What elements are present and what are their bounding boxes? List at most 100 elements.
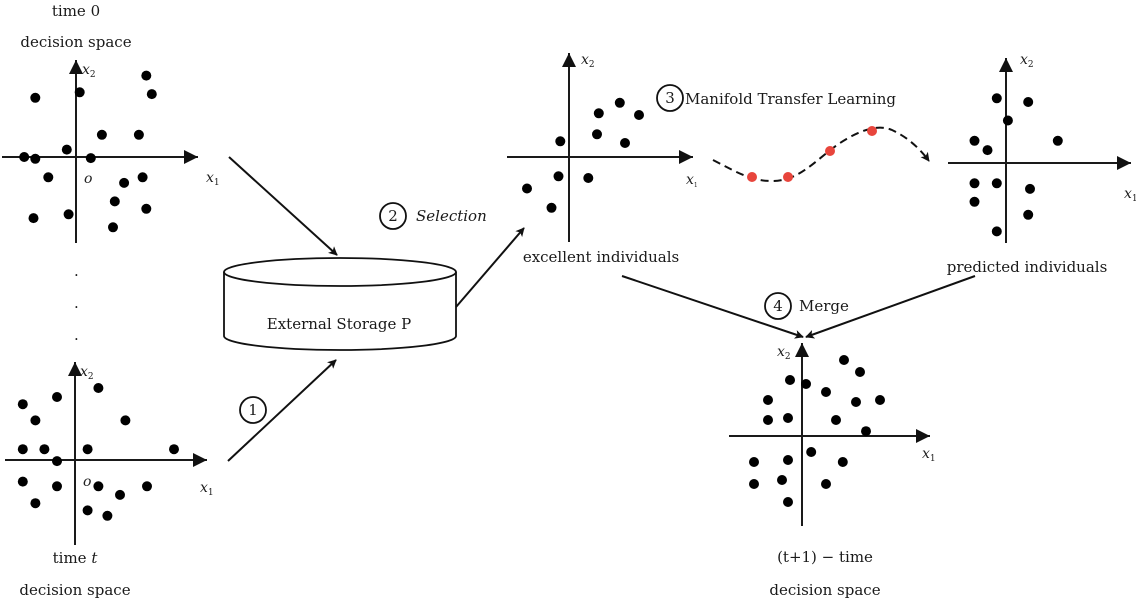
data-point: [875, 395, 885, 405]
manifold-point: [867, 126, 877, 136]
data-point: [553, 171, 564, 182]
data-point: [142, 481, 152, 492]
separator-dot: .: [74, 262, 79, 280]
data-point: [169, 444, 179, 455]
data-point: [43, 172, 54, 183]
data-point: [30, 153, 41, 164]
data-point: [522, 183, 532, 194]
data-point: [141, 203, 152, 214]
data-point: [74, 87, 85, 98]
data-point: [52, 481, 62, 492]
manifold-points: [747, 126, 877, 182]
data-point: [991, 178, 1002, 189]
plot-predicted-individuals: x2 x1 predicted individuals: [947, 52, 1136, 276]
merged-points: [749, 355, 885, 507]
data-point: [102, 510, 113, 521]
origin-label: o: [83, 474, 91, 490]
ellipsis-separator: . . .: [74, 262, 79, 344]
data-point: [777, 475, 787, 485]
data-point: [783, 413, 793, 423]
excellent-caption: excellent individuals: [523, 248, 679, 266]
manifold-point: [825, 146, 835, 156]
data-point: [52, 392, 62, 402]
data-point: [61, 144, 72, 155]
data-point: [119, 177, 130, 188]
data-point: [783, 455, 793, 465]
data-point: [783, 497, 793, 507]
data-point: [969, 135, 980, 146]
arrow-timet-to-storage: [227, 359, 337, 462]
data-point: [546, 202, 557, 213]
arrow-time0-to-storage: [228, 156, 338, 256]
plot-merged-t-plus-1: x2 x1 (t+1) − time decision space: [729, 343, 936, 599]
plot-excellent-individuals: x2 x1 excellent individuals: [507, 52, 698, 266]
data-point: [108, 222, 118, 233]
merged-subtitle: decision space: [769, 581, 880, 599]
data-point: [806, 447, 817, 457]
timet-title: time t: [53, 549, 99, 567]
excellent-points: [522, 97, 644, 213]
step-4-label: Merge: [799, 297, 849, 315]
data-point: [82, 505, 93, 516]
arrow-excellent-to-merge: [621, 275, 804, 339]
data-point: [141, 70, 152, 81]
plot-time-t: x2 x1 o time t decision space: [5, 362, 214, 599]
data-point: [85, 153, 96, 164]
data-point: [991, 93, 1002, 104]
origin-label: o: [84, 171, 92, 187]
step-4-merge: 4 Merge: [764, 292, 849, 320]
time0-points: [19, 70, 157, 233]
data-point: [133, 129, 144, 140]
manifold-curve: [712, 126, 930, 183]
data-point: [109, 196, 120, 207]
data-point: [30, 415, 41, 426]
storage-label: External Storage P: [267, 315, 411, 333]
y-axis-label: x2: [777, 344, 791, 362]
separator-dot: .: [74, 294, 79, 312]
data-point: [115, 489, 125, 500]
step-3-label: Manifold Transfer Learning: [685, 90, 896, 108]
data-point: [839, 355, 849, 365]
data-point: [763, 415, 773, 425]
data-point: [39, 444, 50, 455]
data-point: [801, 379, 811, 389]
x-axis-label: x1: [686, 172, 698, 189]
arrow-predicted-to-merge: [805, 275, 976, 339]
data-point: [17, 476, 28, 487]
data-point: [991, 226, 1002, 237]
manifold-point: [783, 172, 793, 182]
data-point: [28, 213, 39, 224]
data-point: [831, 415, 841, 425]
data-point: [749, 479, 759, 489]
data-point: [17, 444, 28, 455]
plot-time-0: time 0 decision space x2 x1 o: [2, 2, 220, 243]
data-point: [785, 375, 795, 385]
data-point: [52, 456, 62, 467]
data-point: [137, 172, 148, 183]
data-point: [555, 136, 566, 147]
step-1-badge: 1: [239, 396, 267, 424]
data-point: [969, 178, 980, 189]
data-point: [17, 399, 28, 410]
y-axis-label: x2: [581, 52, 595, 70]
data-point: [1023, 97, 1034, 107]
data-point: [837, 457, 848, 467]
data-point: [1025, 183, 1035, 194]
data-point: [120, 415, 131, 426]
y-axis-label: x2: [1020, 52, 1034, 70]
x-axis-label: x1: [200, 480, 214, 498]
step-3-manifold-transfer: 3 Manifold Transfer Learning: [656, 84, 930, 183]
arrow-storage-to-excellent: [455, 227, 525, 308]
merged-caption: (t+1) − time: [777, 548, 873, 566]
data-point: [1002, 115, 1013, 126]
step-2-selection: 2 Selection: [379, 202, 487, 230]
data-point: [593, 108, 604, 119]
data-point: [763, 395, 773, 405]
data-point: [63, 209, 74, 220]
time0-title: time 0: [52, 2, 100, 20]
timet-subtitle: decision space: [19, 581, 130, 599]
predicted-points: [969, 93, 1063, 237]
data-point: [851, 397, 861, 407]
external-storage-cylinder: External Storage P: [223, 257, 457, 351]
